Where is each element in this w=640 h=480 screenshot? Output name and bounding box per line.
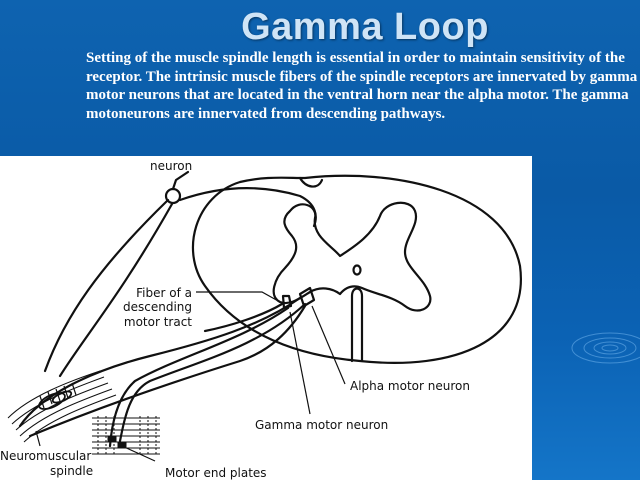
label-alpha-motor-neuron: Alpha motor neuron xyxy=(350,379,470,393)
leader-spindle xyxy=(35,430,41,447)
gamma-loop-diagram: neuron Fiber of a descending motor tract… xyxy=(0,156,532,480)
ventral-root-outline xyxy=(18,296,302,428)
water-ripple-decoration xyxy=(571,332,640,364)
dorsal-root-fiber xyxy=(178,187,317,228)
motor-end-plates xyxy=(92,416,160,456)
descending-fiber xyxy=(203,302,284,333)
label-descending-line3: motor tract xyxy=(123,315,192,329)
label-sensory-neuron: neuron xyxy=(150,159,193,173)
leader-gamma xyxy=(289,311,311,415)
slide-body-text: Setting of the muscle spindle length is … xyxy=(86,50,638,122)
dorsal-sulcus xyxy=(298,176,324,188)
label-gamma-motor-neuron: Gamma motor neuron xyxy=(255,418,389,432)
leader-descending xyxy=(196,291,281,303)
gray-matter xyxy=(272,201,432,312)
afferent-fiber-2 xyxy=(58,202,174,378)
label-motor-end-plates: Motor end plates xyxy=(165,466,267,480)
ventral-root-outline-2 xyxy=(28,304,307,438)
gamma-motor-neuron-body xyxy=(281,294,293,310)
spinal-cord-outline xyxy=(191,174,522,364)
label-descending-line2: descending xyxy=(122,300,192,314)
central-canal xyxy=(352,264,362,276)
neuromuscular-spindle xyxy=(7,370,117,443)
leader-alpha xyxy=(311,305,346,385)
alpha-motor-neuron-body xyxy=(298,286,316,308)
gamma-motor-fiber xyxy=(108,306,290,448)
afferent-fiber xyxy=(43,198,170,373)
alpha-motor-fiber xyxy=(118,302,307,443)
ventral-fissure xyxy=(350,287,364,363)
slide-title: Gamma Loop xyxy=(241,6,489,48)
label-descending-line1: Fiber of a xyxy=(136,286,192,300)
diagram-drawing xyxy=(7,170,522,462)
label-spindle-line2: spindle xyxy=(50,464,94,478)
ganglion-stalk xyxy=(171,170,190,191)
label-spindle-line1: Neuromuscular xyxy=(0,449,92,463)
